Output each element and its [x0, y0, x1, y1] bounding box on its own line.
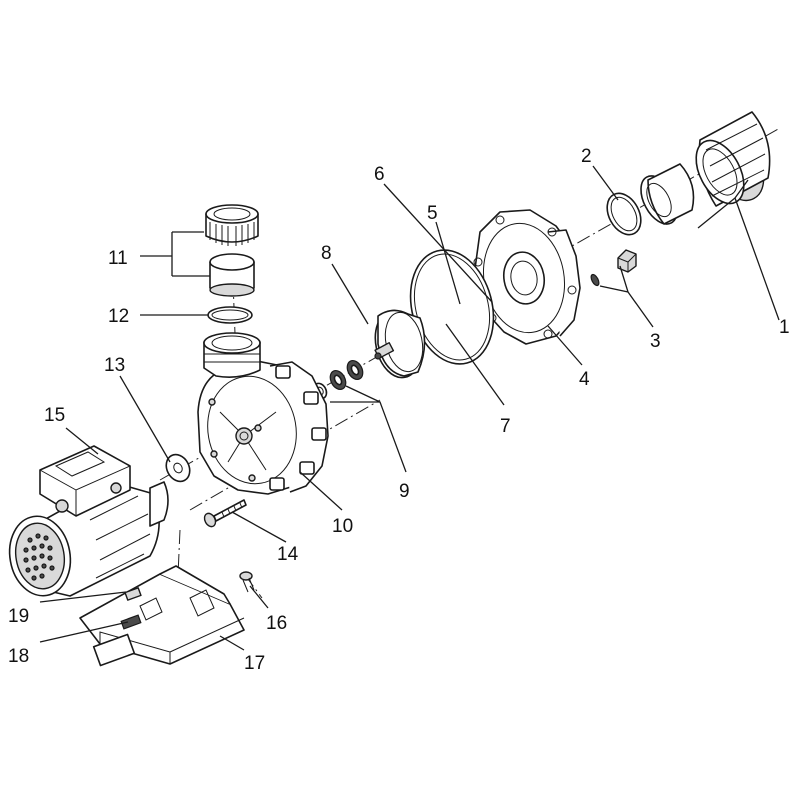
callout-18: 18	[8, 646, 29, 667]
callout-labels: 1 2 3 4 5 6 7 8 9 10 11 12 13 15 14 16 1…	[8, 146, 790, 674]
callout-16: 16	[266, 613, 287, 634]
part-1-union-fitting	[640, 111, 771, 225]
callout-14b: 14	[277, 544, 299, 565]
callout-6: 6	[374, 164, 385, 185]
part-19-rubber-foot	[124, 587, 142, 601]
part-15-motor	[8, 445, 169, 597]
callout-2: 2	[581, 146, 592, 167]
part-3-drain-plug	[590, 249, 637, 287]
callout-17: 17	[244, 653, 265, 674]
callout-11: 11	[108, 248, 128, 269]
part-12-top-o-ring	[207, 306, 253, 324]
part-18-rubber-foot	[120, 614, 142, 630]
callout-8: 8	[321, 243, 332, 264]
part-8-impeller	[374, 309, 426, 379]
callout-14: 15	[44, 405, 65, 426]
part-14-long-screw	[203, 499, 247, 528]
part-11-top-union	[205, 204, 259, 297]
part-2-o-ring	[606, 192, 642, 236]
callout-3: 3	[650, 331, 661, 352]
callout-9: 9	[399, 481, 410, 502]
callout-1: 1	[779, 317, 790, 338]
callout-10: 10	[332, 516, 353, 537]
part-16-base-screw	[239, 571, 255, 593]
part-13-washer	[165, 453, 191, 483]
part-17-motor-base	[79, 565, 245, 667]
callout-12: 12	[108, 306, 129, 327]
callout-19: 19	[8, 606, 29, 627]
callout-13: 13	[104, 355, 125, 376]
callout-4: 4	[579, 369, 590, 390]
part-10-pump-housing	[197, 332, 329, 495]
callout-5: 5	[427, 203, 438, 224]
leader-lines	[39, 165, 780, 651]
callout-7: 7	[500, 416, 511, 437]
motor-fan-grille	[23, 533, 55, 581]
part-4-seal-plate	[473, 209, 581, 345]
